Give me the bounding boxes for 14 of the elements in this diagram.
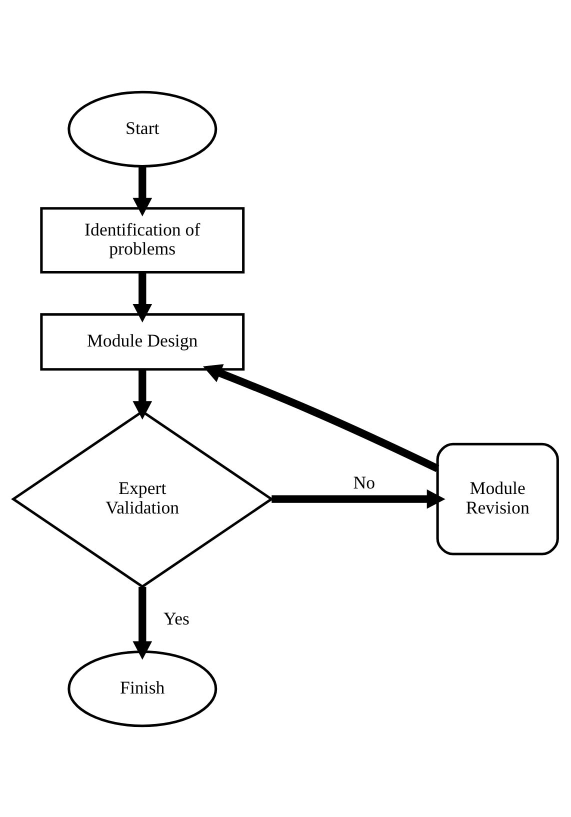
node-box: Module Revision [436,442,559,555]
node-box: Module Design [40,312,245,370]
arrow [203,364,440,472]
arrow [272,488,446,508]
arrow [132,586,152,660]
node-diamond: Expert Validation [11,410,274,588]
edge-label: Yes [163,608,190,628]
arrow [132,166,152,216]
node-ellipse: Finish [68,650,218,727]
node-box: Identification of problems [40,206,245,274]
edge-label: No [353,472,376,492]
node-ellipse: Start [68,90,218,167]
arrow [132,272,152,322]
arrow [132,368,152,420]
